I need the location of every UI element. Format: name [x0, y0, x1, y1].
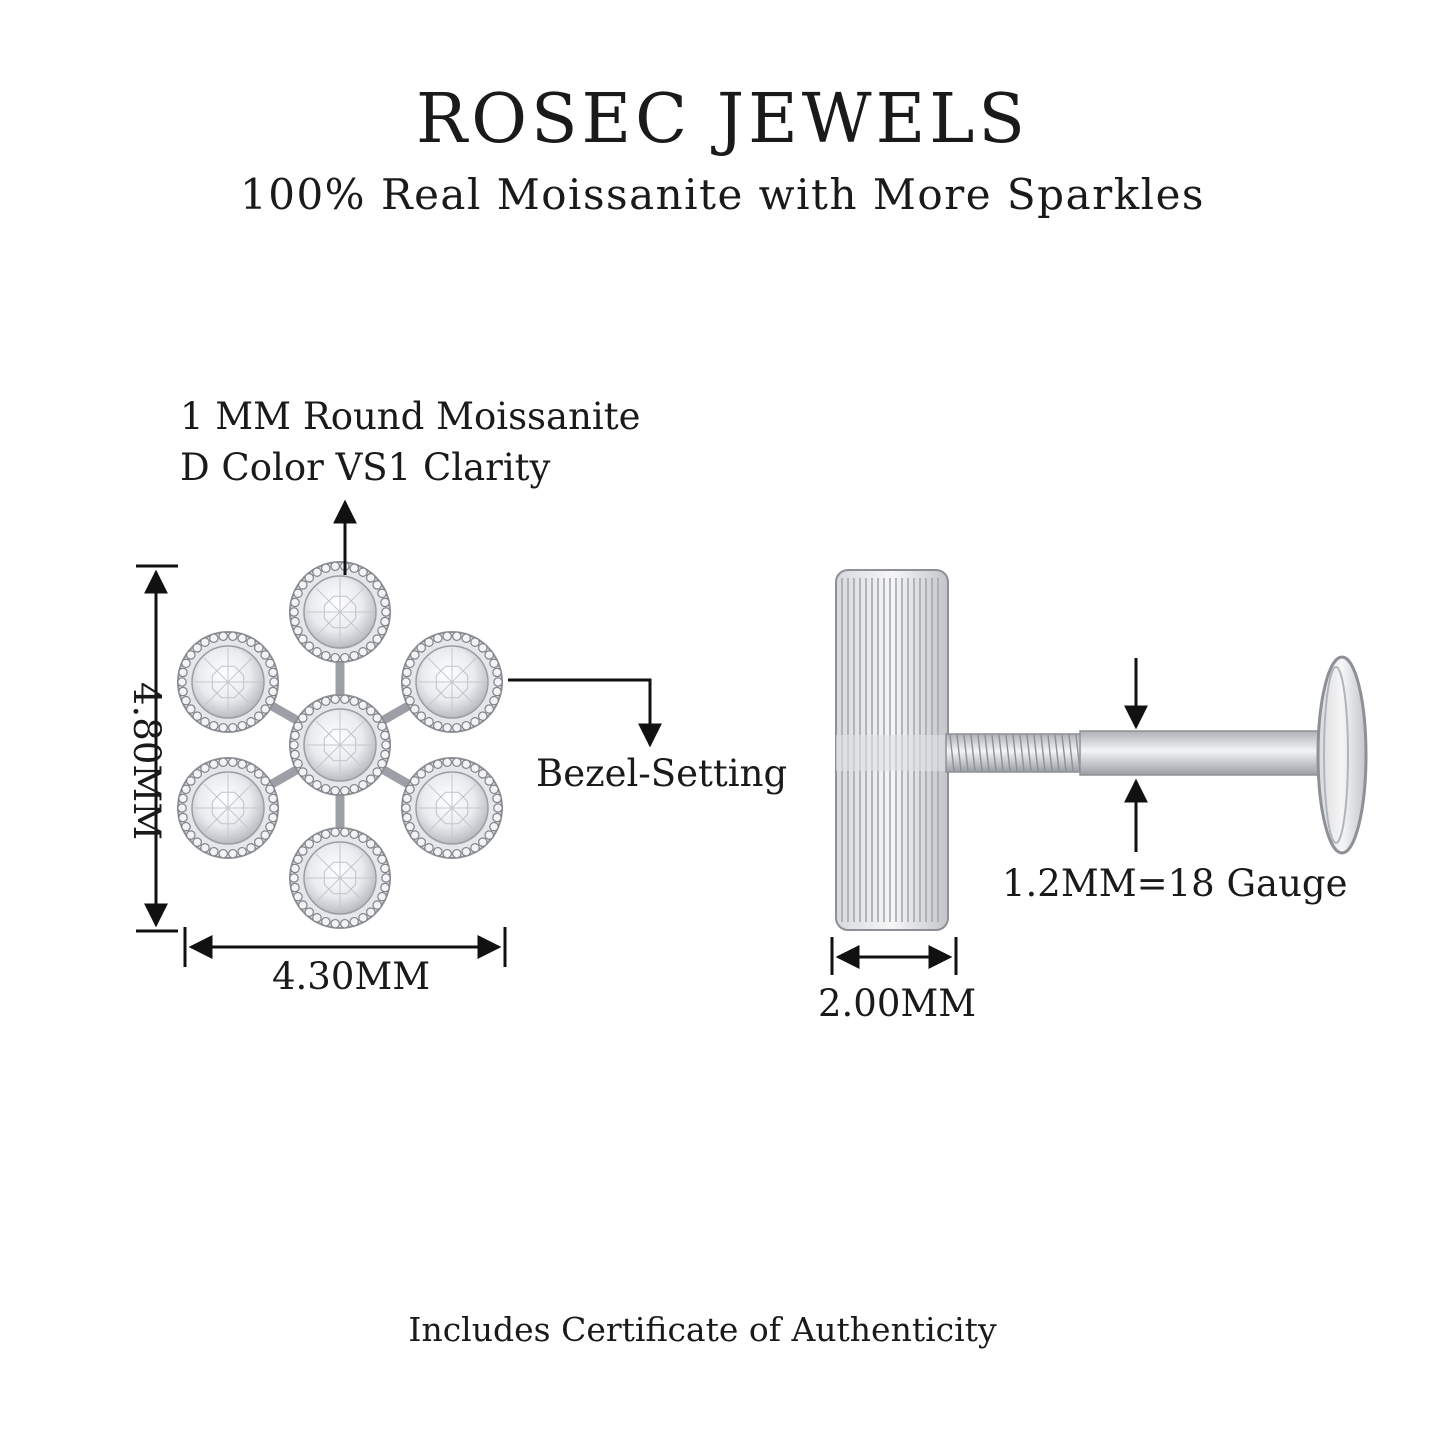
stone-3	[289, 827, 391, 929]
width-label: 4.30MM	[272, 955, 431, 998]
top-ridges	[836, 578, 948, 922]
labret-shaft	[1079, 730, 1333, 776]
stone-spec-line1: 1 MM Round Moissanite	[180, 395, 641, 438]
stone-6	[177, 757, 279, 859]
tagline: 100% Real Moissanite with More Sparkles	[240, 170, 1205, 219]
snowflake-front-view	[177, 561, 503, 929]
moissanite-stones	[177, 561, 503, 929]
stone-1	[289, 694, 391, 796]
side-view	[835, 569, 1368, 931]
stone-4	[177, 631, 279, 733]
flat-back-disc	[1316, 655, 1368, 855]
stone-2	[289, 561, 391, 663]
stone-spec-line2: D Color VS1 Clarity	[180, 446, 551, 489]
setting-label: Bezel-Setting	[536, 752, 788, 795]
certificate-note: Includes Certificate of Authenticity	[408, 1310, 997, 1349]
stone-7	[401, 757, 503, 859]
post-threads	[949, 734, 1081, 772]
stone-5	[401, 631, 503, 733]
thickness-label: 2.00MM	[818, 982, 977, 1025]
height-label: 4.80MM	[125, 682, 168, 841]
brand-title: ROSEC JEWELS	[416, 80, 1029, 159]
setting-arrow	[508, 678, 662, 748]
gauge-label: 1.2MM=18 Gauge	[1002, 862, 1348, 905]
